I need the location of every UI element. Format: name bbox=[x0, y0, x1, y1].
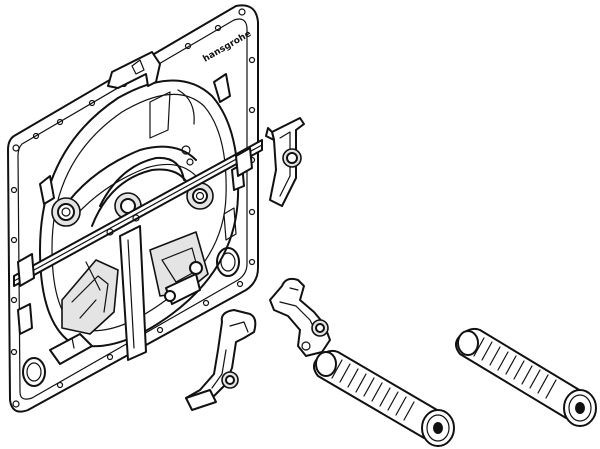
bracket-small bbox=[265, 117, 305, 207]
lower-clamp bbox=[17, 207, 237, 365]
hub-right bbox=[186, 182, 214, 210]
anchor-left-ribs bbox=[331, 359, 415, 421]
bracket-center bbox=[269, 277, 331, 357]
hub-left bbox=[51, 197, 81, 227]
base-plate: hansgrohe bbox=[7, 4, 263, 413]
bracket-left bbox=[185, 309, 257, 411]
anchor-right bbox=[455, 327, 597, 427]
anchor-left bbox=[313, 349, 455, 447]
anchor-left-collar bbox=[421, 409, 455, 447]
anchor-right-collar bbox=[563, 389, 597, 427]
anchor-right-ribs bbox=[473, 337, 557, 399]
divider-rail bbox=[13, 139, 263, 287]
